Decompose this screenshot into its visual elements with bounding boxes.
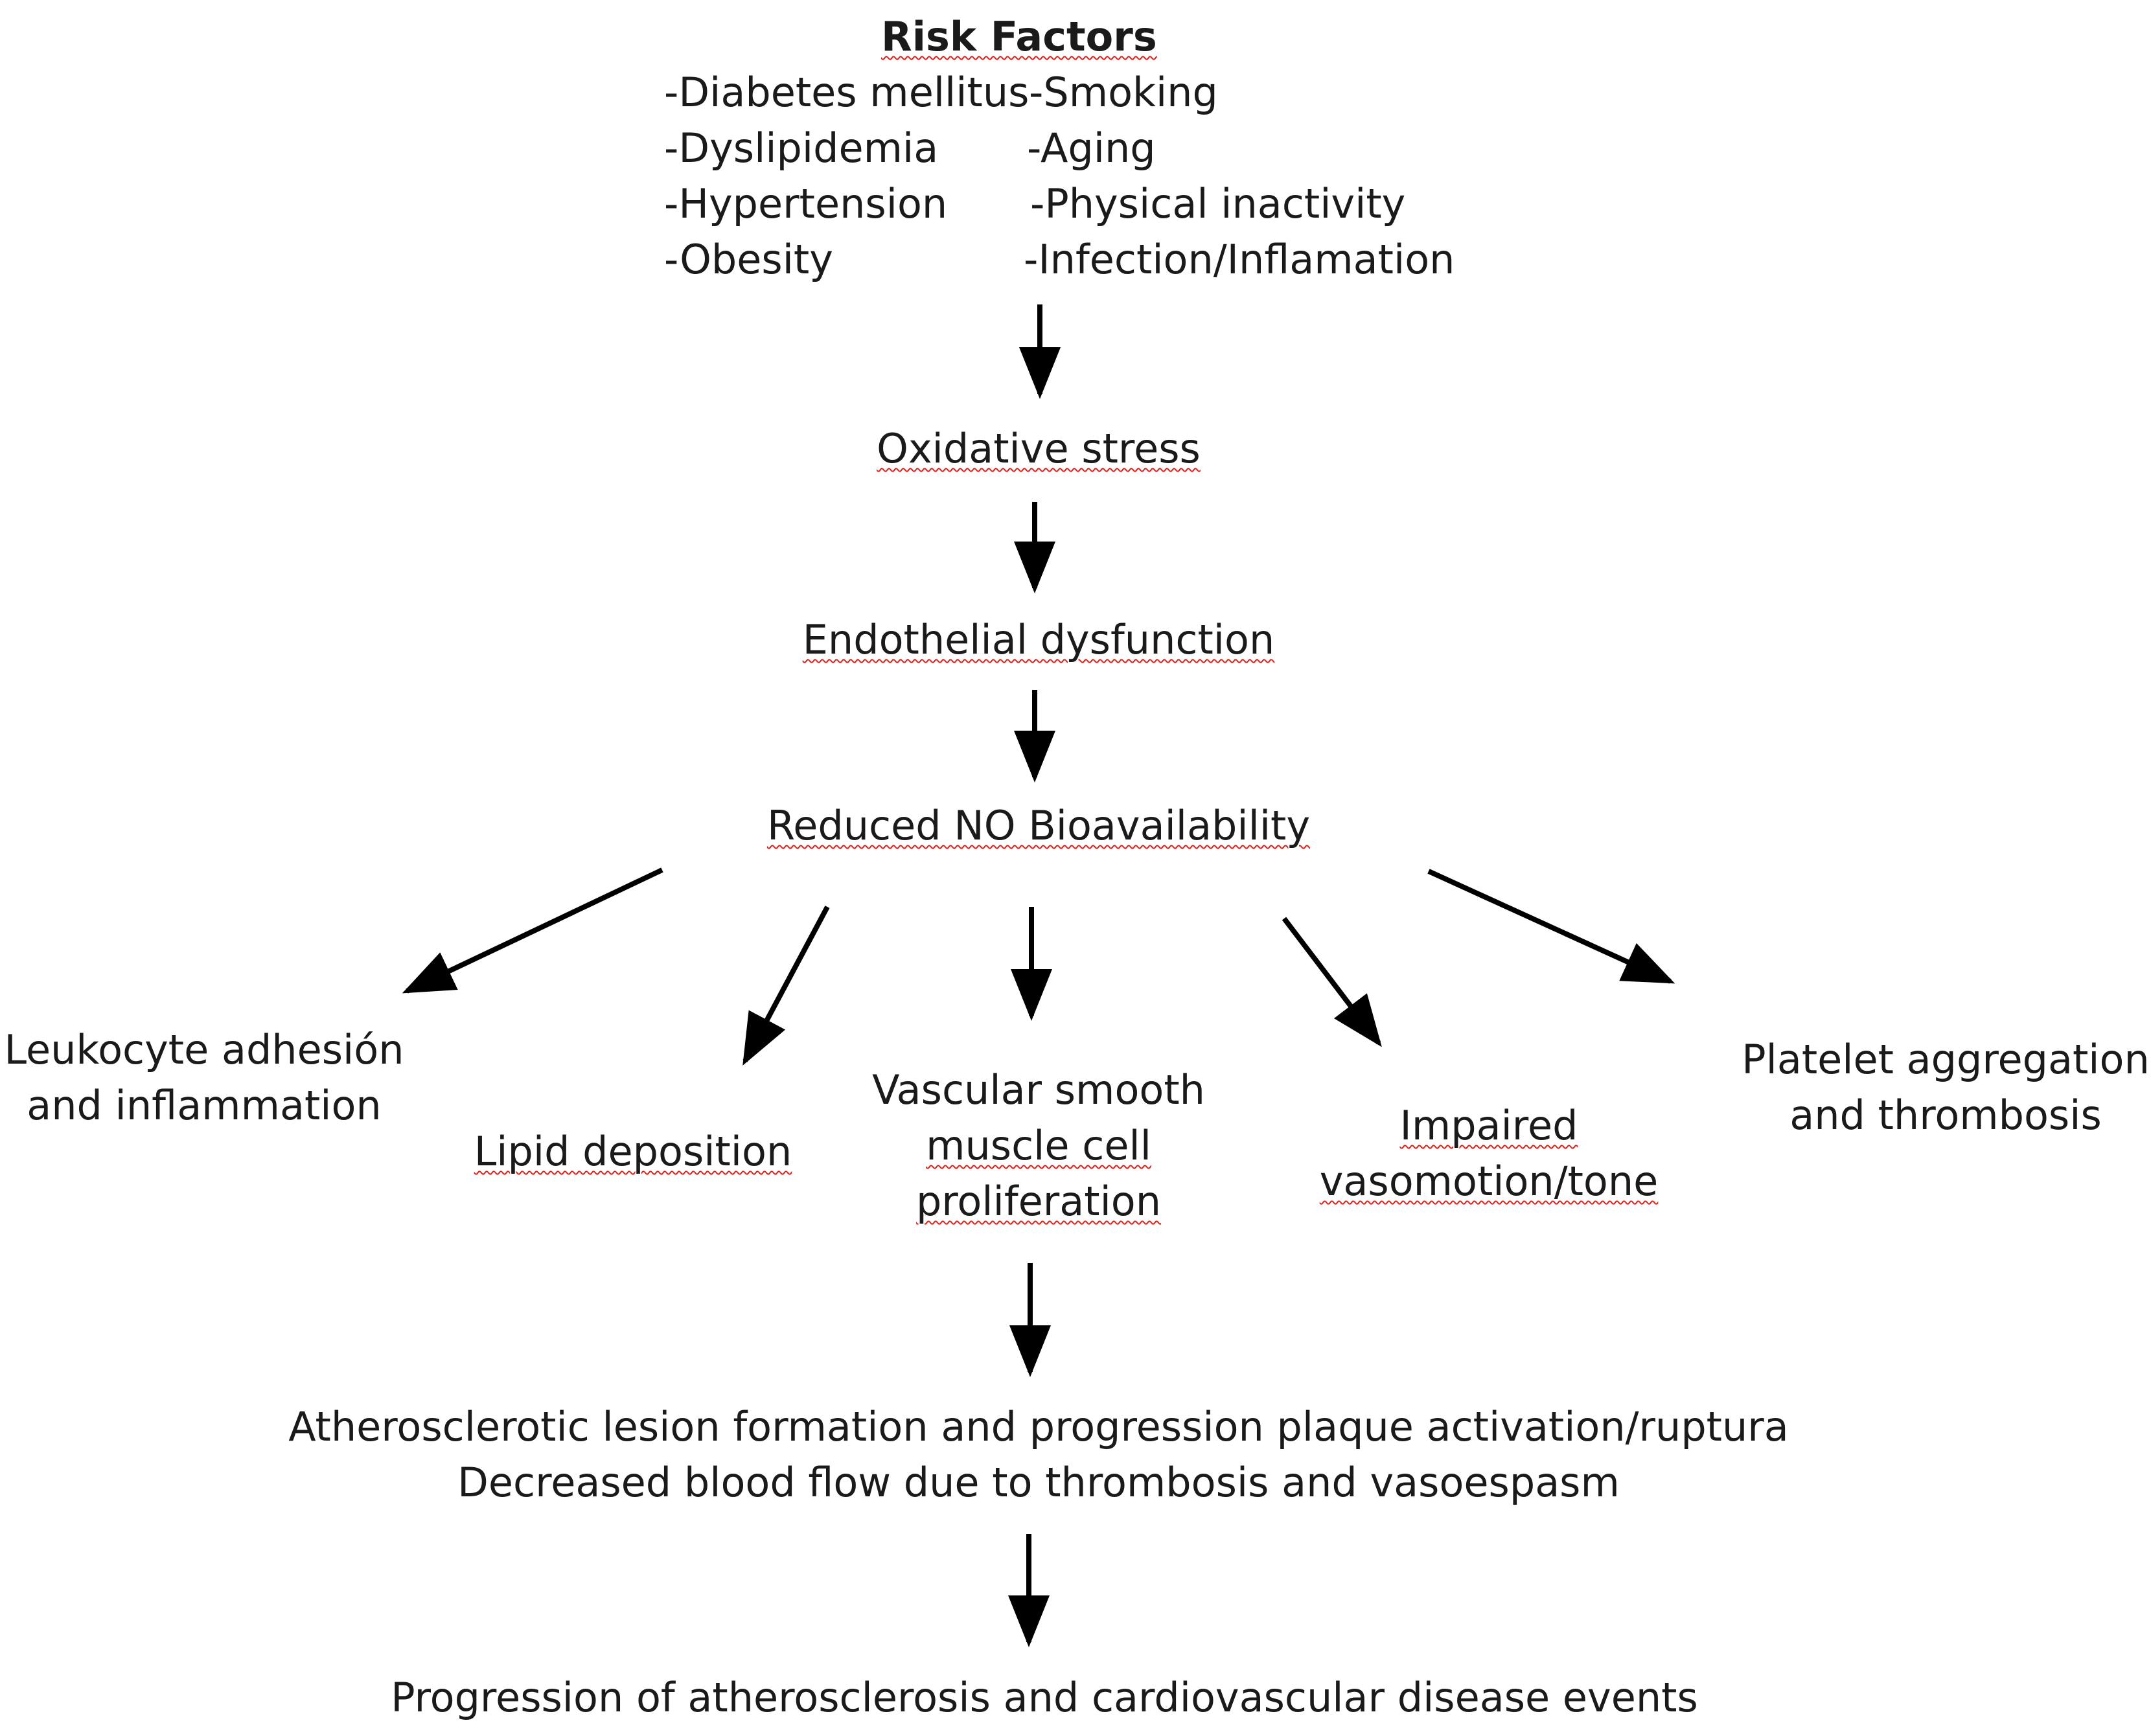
risk-factor-left-2: -Dyslipidemia (664, 124, 939, 172)
node-oxidative-stress: Oxidative stress (877, 425, 1201, 472)
effect-lipid-deposition: Lipid deposition (474, 1128, 792, 1175)
risk-factor-left-4: -Obesity (664, 236, 833, 283)
risk-factor-left-1: -Diabetes mellitus (664, 69, 1029, 116)
risk-factors-title: Risk Factors (881, 13, 1157, 60)
effect-platelet-line-2: and thrombosis (1789, 1091, 2102, 1139)
arrow-to-lipid (742, 906, 830, 1066)
node-endothelial-dysfunction: Endothelial dysfunction (802, 616, 1275, 663)
effect-platelet-line-1: Platelet aggregation (1742, 1036, 2150, 1083)
outcome-line-2: Decreased blood flow due to thrombosis a… (457, 1459, 1620, 1506)
risk-factor-left-3: -Hypertension (664, 180, 948, 227)
effect-leukocyte-line-1: Leukocyte adhesión (4, 1026, 404, 1073)
arrow-to-platelet (1427, 869, 1675, 984)
arrow-to-impaired (1282, 917, 1382, 1047)
node-reduced-no-bioavailability: Reduced NO Bioavailability (766, 802, 1311, 849)
effect-vascular-line-3: proliferation (915, 1178, 1162, 1225)
effect-impaired-line-1: Impaired (1399, 1102, 1578, 1149)
risk-factor-right-2: -Aging (1027, 124, 1156, 172)
risk-factor-right-3: -Physical inactivity (1030, 180, 1406, 227)
effect-vascular-line-2: muscle cell (926, 1122, 1151, 1169)
effect-vascular-line-1: Vascular smooth (872, 1066, 1205, 1114)
risk-factor-right-4: -Infection/Inflamation (1024, 236, 1455, 283)
effect-impaired-line-2: vasomotion/tone (1319, 1158, 1659, 1205)
effect-leukocyte-line-2: and inflammation (27, 1082, 382, 1129)
risk-factor-right-1: -Smoking (1029, 69, 1218, 116)
outcome-line-1: Atherosclerotic lesion formation and pro… (288, 1403, 1789, 1450)
final-outcome: Progression of atherosclerosis and cardi… (391, 1674, 1698, 1721)
arrow-to-leukocyte (402, 867, 663, 994)
